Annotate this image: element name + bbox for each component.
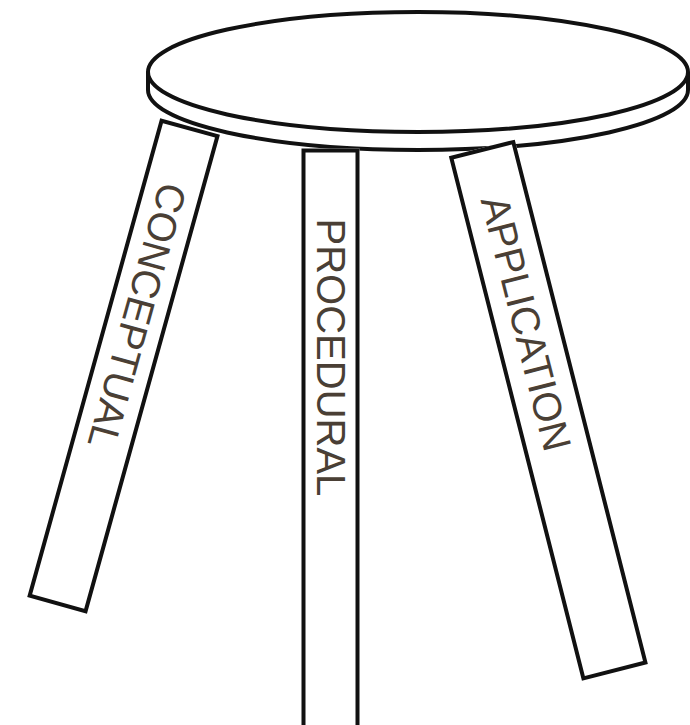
leg-label: PROCEDURAL [310,218,350,496]
seat-top [148,12,688,132]
stool-leg: PROCEDURAL [301,148,359,725]
leg-label: CONCEPTUAL [82,178,194,452]
stool-leg: APPLICATION [449,140,648,681]
leg-label: APPLICATION [475,192,578,455]
stool-leg: CONCEPTUAL [27,118,220,614]
